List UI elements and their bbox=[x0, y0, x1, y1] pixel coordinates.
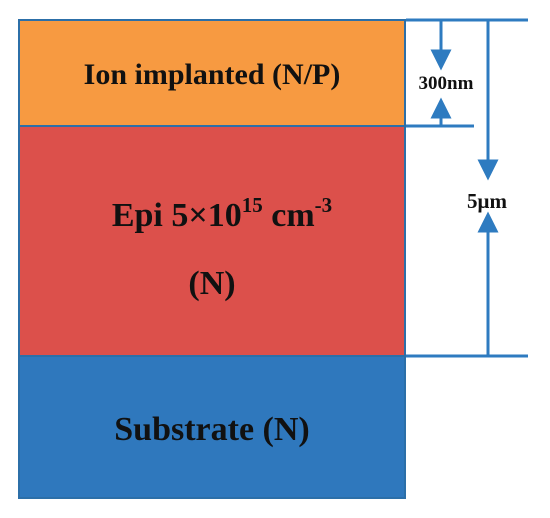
substrate-layer bbox=[18, 355, 406, 499]
epi-label-unit: cm bbox=[263, 197, 315, 234]
epi-layer bbox=[18, 125, 406, 357]
epi-label-unit-exponent: -3 bbox=[315, 193, 333, 217]
substrate-label: Substrate (N) bbox=[114, 411, 309, 448]
epi-label-exponent: 15 bbox=[242, 193, 263, 217]
epi-thickness-label: 5μm bbox=[467, 189, 507, 213]
epi-label-prefix: Epi 5×10 bbox=[112, 197, 242, 234]
epi-label: Epi 5×1015 cm-3 bbox=[112, 193, 332, 234]
ion-implanted-label: Ion implanted (N/P) bbox=[84, 58, 341, 91]
ion-implanted-layer bbox=[18, 19, 406, 127]
implant-depth-label: 300nm bbox=[419, 73, 474, 94]
epi-label-type: (N) bbox=[188, 265, 235, 302]
